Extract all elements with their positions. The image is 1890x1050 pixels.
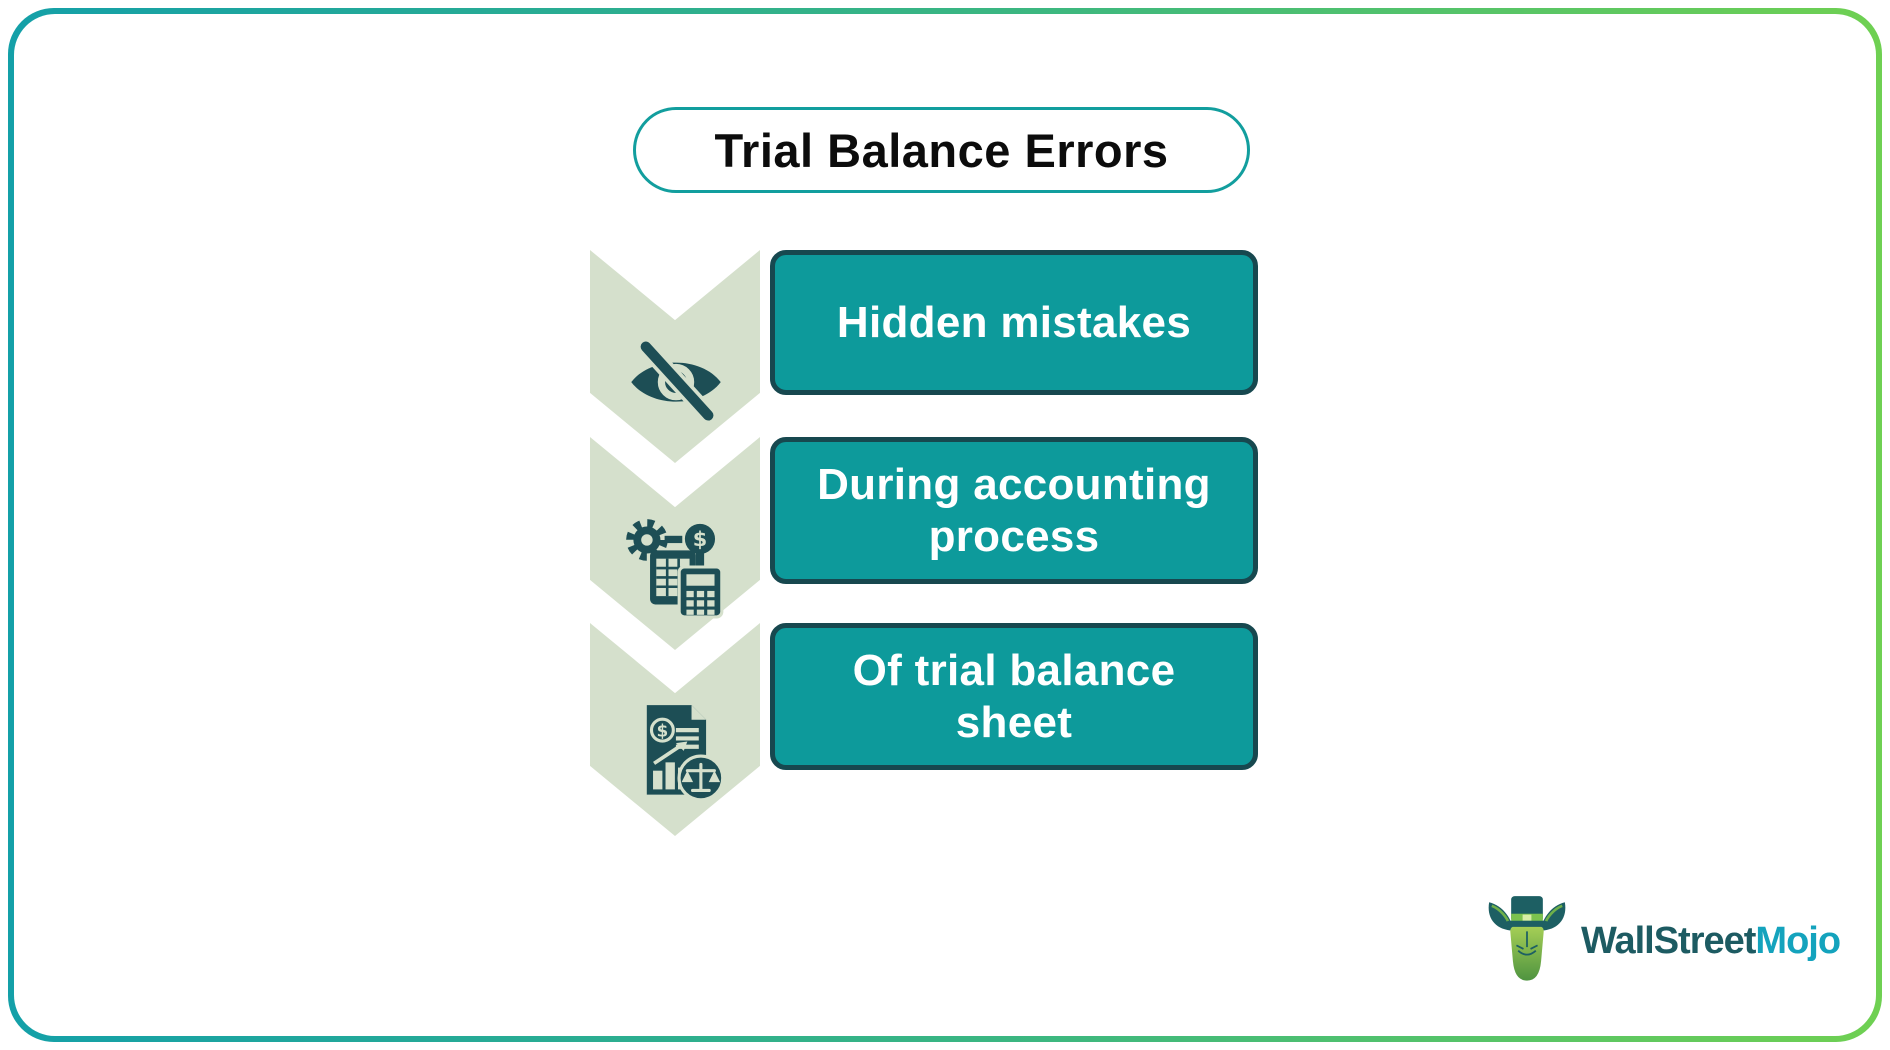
logo-wordmark: WallStreetMojo — [1581, 919, 1841, 963]
page-title: Trial Balance Errors — [714, 123, 1169, 177]
step-box-2: During accounting process — [770, 437, 1258, 584]
bull-mascot-icon — [1488, 896, 1566, 981]
step-label-3: Of trial balance sheet — [852, 645, 1176, 747]
title-pill: Trial Balance Errors — [633, 107, 1250, 193]
step-label-1: Hidden mistakes — [836, 297, 1192, 347]
step-box-3: Of trial balance sheet — [770, 623, 1258, 770]
logo-wallstreet-text: WallStreet — [1581, 919, 1756, 962]
eye-off-icon — [631, 337, 721, 425]
wallstreetmojo-logo: WallStreetMojo — [1483, 893, 1841, 989]
svg-text:$: $ — [657, 721, 669, 740]
accounting-process-icon: $ — [626, 519, 724, 619]
trial-balance-sheet-icon: $ — [646, 705, 725, 802]
logo-mojo-text: Mojo — [1755, 919, 1841, 962]
step-label-2: During accounting process — [817, 459, 1211, 561]
svg-text:$: $ — [693, 527, 707, 551]
step-box-1: Hidden mistakes — [770, 250, 1258, 395]
